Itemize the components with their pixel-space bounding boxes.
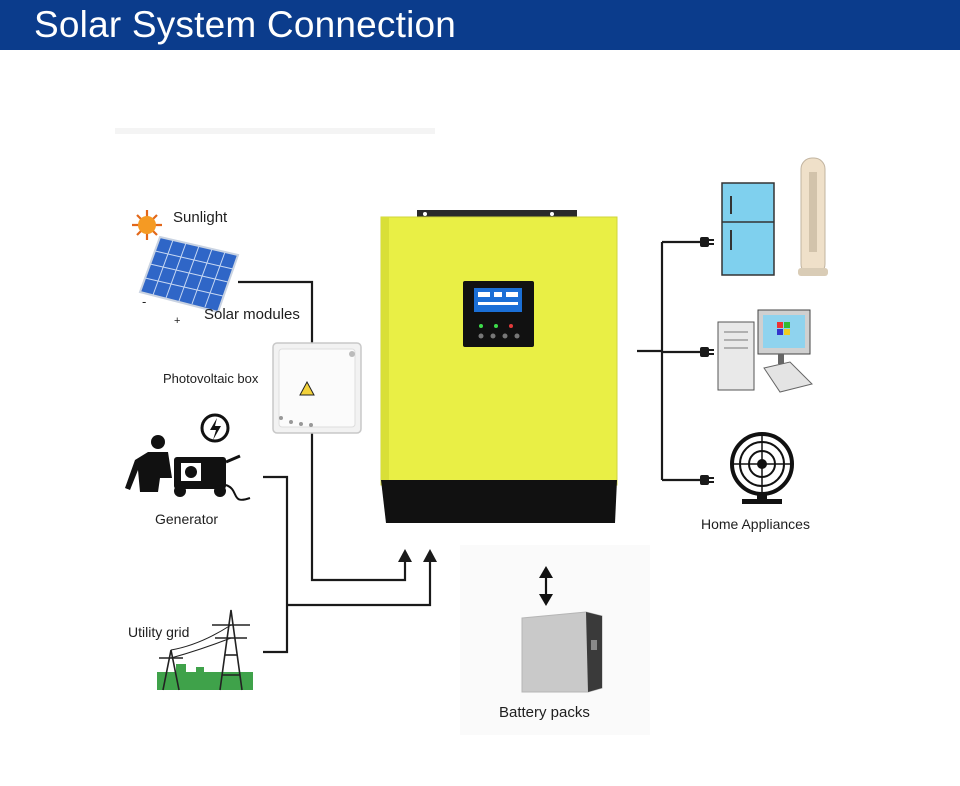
solar-line xyxy=(238,280,314,345)
generator-label: Generator xyxy=(155,511,219,527)
header-bar: Solar System Connection xyxy=(0,0,960,50)
inverter xyxy=(380,210,618,523)
pylon-icon xyxy=(157,609,253,691)
tower-fan-icon xyxy=(798,157,828,276)
pv-line xyxy=(310,432,407,582)
double-arrow-icon xyxy=(539,566,553,606)
pv-box-label: Photovoltaic box xyxy=(163,371,259,386)
page-title: Solar System Connection xyxy=(34,4,457,45)
home-appliances-label: Home Appliances xyxy=(701,516,810,532)
connection-lines xyxy=(238,240,700,654)
lcd-screen xyxy=(474,288,522,312)
fridge-icon xyxy=(721,182,775,276)
computer-icon xyxy=(717,309,813,393)
background-shade xyxy=(115,128,435,134)
arrow-up-icon xyxy=(398,549,437,562)
pv-box-icon xyxy=(272,342,362,434)
grid-input-line xyxy=(287,560,432,607)
battery-icon xyxy=(521,611,603,693)
svg-text:+: + xyxy=(174,315,180,327)
sunlight-label: Sunlight xyxy=(173,209,228,226)
svg-text:-: - xyxy=(142,294,146,309)
generator-grid-line xyxy=(263,475,289,654)
utility-grid-label: Utility grid xyxy=(128,624,190,640)
solar-panel-icon: - + xyxy=(138,235,240,327)
solar-modules-label: Solar modules xyxy=(204,306,300,323)
battery-label: Battery packs xyxy=(499,704,590,721)
sun-icon xyxy=(132,210,162,240)
plug-icon xyxy=(700,237,714,485)
desk-fan-icon xyxy=(730,432,794,504)
generator-icon xyxy=(125,413,251,501)
